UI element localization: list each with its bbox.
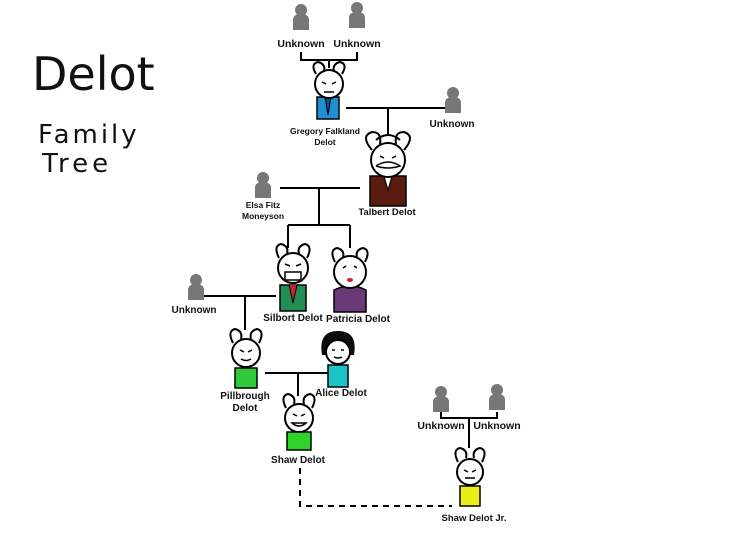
patricia-figure	[331, 246, 369, 313]
label-pillbrough-line1: Pillbrough	[220, 391, 269, 402]
label-talbert: Talbert Delot	[358, 207, 416, 218]
silhouette-unknown-gf-2-icon	[349, 2, 365, 28]
shaw-jr-figure	[454, 446, 486, 507]
silhouette-unknown-gregory-spouse-icon	[445, 87, 461, 113]
gregory-parents-line	[300, 52, 358, 68]
label-unknown-jr-parent-1: Unknown	[417, 420, 464, 432]
alice-figure	[321, 331, 355, 388]
label-elsa-line2: Moneyson	[242, 211, 284, 221]
title-block: Delot Family Tree	[32, 47, 155, 179]
silbort-figure	[275, 242, 311, 312]
person-labels: Unknown Unknown Gregory Falkland Delot U…	[172, 38, 521, 524]
shaw-jr-parents-line	[440, 412, 498, 448]
connector-lines	[197, 52, 498, 507]
shaw-dashed-link	[299, 468, 452, 507]
label-gregory-line1: Gregory Falkland	[290, 126, 360, 136]
label-silbort: Silbort Delot	[263, 313, 323, 324]
label-patricia: Patricia Delot	[326, 314, 391, 325]
talbert-figure	[365, 130, 411, 207]
label-alice: Alice Delot	[315, 388, 367, 399]
label-elsa-line1: Elsa Fitz	[246, 200, 280, 210]
title-delot: Delot	[32, 47, 155, 101]
silhouette-unknown-jr-parent-2-icon	[489, 384, 505, 410]
label-unknown-silbort-spouse: Unknown	[172, 305, 217, 316]
shaw-figure	[282, 392, 316, 451]
silhouette-unknown-gf-1-icon	[293, 4, 309, 30]
label-shaw-jr: Shaw Delot Jr.	[442, 513, 507, 524]
gregory-marriage-line	[346, 107, 452, 135]
label-unknown-jr-parent-2: Unknown	[473, 420, 520, 432]
silhouette-unknown-jr-parent-1-icon	[433, 386, 449, 412]
title-tree: Tree	[41, 149, 112, 179]
silbort-marriage-line	[197, 295, 276, 330]
pillbrough-figure	[229, 327, 263, 389]
label-pillbrough-line2: Delot	[233, 403, 259, 414]
talbert-marriage-line	[280, 187, 360, 248]
pillbrough-marriage-line	[265, 372, 330, 396]
silhouette-elsa-icon	[255, 172, 271, 198]
label-unknown-gf-2: Unknown	[333, 38, 380, 50]
silhouette-unknown-silbort-spouse-icon	[188, 274, 204, 300]
label-unknown-gf-1: Unknown	[277, 38, 324, 50]
gregory-figure	[312, 60, 346, 120]
unknown-silhouettes	[188, 2, 505, 412]
title-family: Family	[38, 120, 140, 150]
label-unknown-gregory-spouse: Unknown	[430, 119, 475, 130]
label-shaw: Shaw Delot	[271, 455, 326, 466]
label-gregory-line2: Delot	[314, 137, 335, 147]
